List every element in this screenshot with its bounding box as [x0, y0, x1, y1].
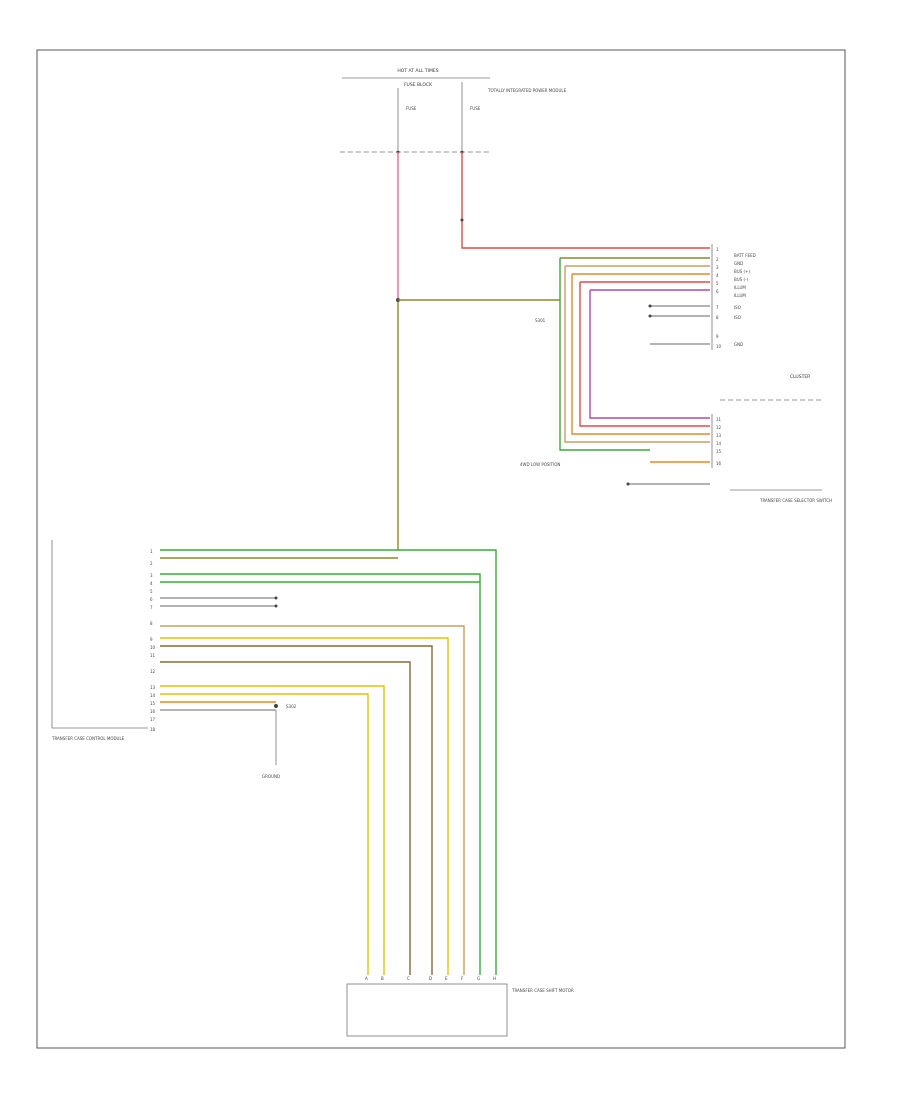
module-ground-label: GROUND [262, 774, 280, 779]
module-pin-4: 4 [150, 581, 153, 586]
motor-label: TRANSFER CASE SHIFT MOTOR [511, 988, 574, 993]
cluster-wire-4: BUS (-) [734, 277, 748, 282]
cluster-pin-5: 5 [716, 281, 719, 286]
module-pin-8: 8 [150, 621, 153, 626]
transfer-selector-switch: 4WD LOW POSITION TRANSFER CASE SELECTOR … [520, 462, 832, 503]
module-label: TRANSFER CASE CONTROL MODULE [51, 736, 125, 741]
cluster-wire-7: ISO [734, 305, 741, 310]
motor-pin-g: G [477, 976, 480, 981]
main-feed-wire [396, 152, 400, 550]
cluster-label: CLUSTER [790, 374, 810, 380]
module-pin-17: 17 [150, 717, 156, 722]
cluster-pin-8: 8 [716, 315, 719, 320]
transfer-switch-label: TRANSFER CASE SELECTOR SWITCH [759, 498, 832, 503]
cluster-harness [559, 257, 710, 486]
module-pin-5: 5 [150, 589, 153, 594]
module-pin-2: 2 [150, 561, 153, 566]
motor-pin-d: D [429, 976, 432, 981]
module-pin-10: 10 [150, 645, 156, 650]
shift-motor: TRANSFER CASE SHIFT MOTOR A B C D E F G … [346, 976, 574, 1037]
cluster-pin-13: 13 [716, 433, 722, 438]
cluster-pin-4: 4 [716, 273, 719, 278]
module-pin-6: 6 [150, 597, 153, 602]
cluster-pin-14: 14 [716, 441, 722, 446]
motor-pin-h: H [493, 976, 496, 981]
cluster-wire-6: ILLUM [734, 293, 746, 298]
fuse-block-label-2: FUSE BLOCK [404, 82, 433, 88]
module-pin-7: 7 [150, 605, 153, 610]
motor-pin-b: B [381, 976, 384, 981]
fuse-1-label: FUSE [406, 106, 417, 111]
module-splice-label: S302 [286, 704, 297, 709]
cluster-ground-label: GND [734, 342, 743, 347]
module-pin-9: 9 [150, 637, 153, 642]
cluster-pin-16: 16 [716, 461, 722, 466]
module-pin-16: 16 [150, 709, 156, 714]
cluster-wire-5: ILLUM [734, 285, 746, 290]
module-pins: 1 2 3 4 5 6 7 8 9 10 11 12 13 14 15 16 1… [150, 549, 156, 732]
batt-wire-red [461, 152, 710, 249]
motor-pin-e: E [445, 976, 448, 981]
module-pin-12: 12 [150, 669, 156, 674]
cluster-pin-2: 2 [716, 257, 719, 262]
cluster-wire-3: BUS (+) [734, 269, 750, 274]
fuse-block: HOT AT ALL TIMES FUSE BLOCK FUSE FUSE TO… [340, 68, 567, 154]
control-module: TRANSFER CASE CONTROL MODULE S302 GROUND [51, 540, 297, 779]
motor-pin-a: A [365, 976, 368, 981]
module-pin-3: 3 [150, 573, 153, 578]
cluster-pin-6: 6 [716, 289, 719, 294]
cluster-batt-wire [460, 152, 710, 249]
cluster-pin-11: 11 [716, 417, 722, 422]
fuse-note: TOTALLY INTEGRATED POWER MODULE [487, 88, 567, 93]
fuse-block-label: HOT AT ALL TIMES [397, 68, 438, 74]
module-pin-13: 13 [150, 685, 156, 690]
switch-position-label: 4WD LOW POSITION [520, 462, 560, 467]
motor-pin-c: C [407, 976, 410, 981]
cluster-pin-1: 1 [716, 247, 719, 252]
cluster-wire-8: ISO [734, 315, 741, 320]
cluster-connector: CLUSTER BATT FEED GND BUS (+) BUS (-) IL… [535, 244, 822, 468]
module-pin-1: 1 [150, 549, 153, 554]
diagram-frame [36, 49, 846, 1049]
cluster-pin-7: 7 [716, 305, 719, 310]
cluster-pin-10: 10 [716, 344, 722, 349]
cluster-pin-15: 15 [716, 449, 722, 454]
module-pin-15: 15 [150, 701, 156, 706]
cluster-splice-label: S301 [535, 318, 546, 323]
cluster-pin-3: 3 [716, 265, 719, 270]
cluster-wire-2: GND [734, 261, 743, 266]
module-pin-14: 14 [150, 693, 156, 698]
cluster-pin-9: 9 [716, 334, 719, 339]
cluster-pins: 1 2 3 4 5 6 7 8 9 10 11 12 13 14 15 16 [716, 247, 722, 466]
module-pin-18: 18 [150, 727, 156, 732]
module-pin-11: 11 [150, 653, 156, 658]
cluster-wire-1: BATT FEED [734, 253, 756, 258]
module-harness [160, 549, 497, 975]
motor-pin-f: F [461, 976, 464, 981]
cluster-pin-12: 12 [716, 425, 722, 430]
fuse-2-label: FUSE [470, 106, 481, 111]
